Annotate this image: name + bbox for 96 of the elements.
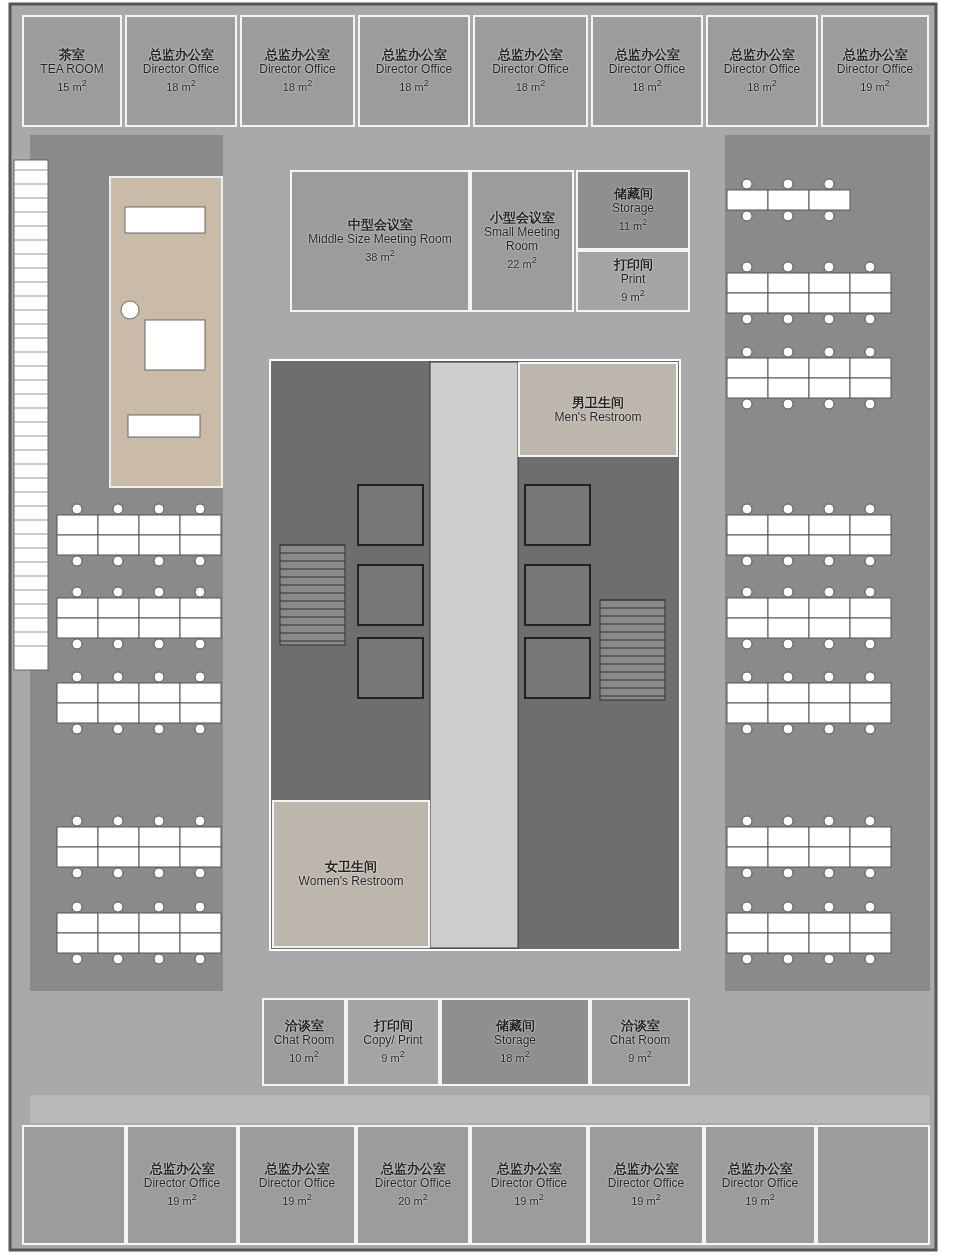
area-label: 20 m$^{2}$ bbox=[398, 1191, 428, 1208]
room bbox=[440, 998, 590, 1086]
area-label: 38 m$^{2}$ bbox=[365, 247, 395, 264]
room-name: Director Office bbox=[258, 1176, 336, 1191]
room bbox=[821, 15, 929, 127]
area-label: 18 m$^{2}$ bbox=[500, 1048, 530, 1065]
room-name-zh: 总监办公室 bbox=[148, 48, 214, 63]
room bbox=[470, 1125, 588, 1245]
room-name: Print bbox=[620, 272, 646, 287]
room-name-zh: 总监办公室 bbox=[727, 1162, 793, 1177]
area-label: 19 m$^{2}$ bbox=[167, 1191, 197, 1208]
room-name-zh: 总监办公室 bbox=[613, 1162, 679, 1177]
area-label: 19 m$^{2}$ bbox=[282, 1191, 312, 1208]
room-name-zh: 储藏间 bbox=[495, 1019, 535, 1034]
room-name: TEA ROOM bbox=[40, 62, 104, 77]
room-name-zh: 小型会议室 bbox=[489, 211, 555, 226]
room-name-zh: 中型会议室 bbox=[347, 218, 413, 233]
room-name: Director Office bbox=[490, 1176, 568, 1191]
room bbox=[473, 15, 588, 127]
room bbox=[590, 998, 690, 1086]
room-name: Small Meeting Room bbox=[483, 225, 561, 254]
room bbox=[518, 362, 678, 457]
room bbox=[704, 1125, 816, 1245]
room bbox=[576, 250, 690, 312]
room-name-zh: 总监办公室 bbox=[842, 48, 908, 63]
area-label: 18 m$^{2}$ bbox=[747, 77, 777, 94]
room bbox=[238, 1125, 356, 1245]
room-name-zh: 总监办公室 bbox=[381, 48, 447, 63]
room-name: Storage bbox=[494, 1033, 536, 1048]
room bbox=[290, 170, 470, 312]
room bbox=[22, 15, 122, 127]
room-name: Men's Restroom bbox=[554, 409, 642, 424]
area-label: 19 m$^{2}$ bbox=[860, 77, 890, 94]
area-label: 19 m$^{2}$ bbox=[631, 1191, 661, 1208]
area-label: 9 m$^{2}$ bbox=[381, 1048, 405, 1065]
area-label: 9 m$^{2}$ bbox=[621, 287, 645, 304]
room-name-zh: 男卫生间 bbox=[572, 395, 624, 410]
room-name: Director Office bbox=[375, 62, 453, 77]
room bbox=[126, 1125, 238, 1245]
room-name-zh: 总监办公室 bbox=[264, 1162, 330, 1177]
room-name: Copy/ Print bbox=[363, 1033, 423, 1048]
room-name: Director Office bbox=[836, 62, 914, 77]
room bbox=[591, 15, 703, 127]
room-name-zh: 打印间 bbox=[373, 1019, 413, 1034]
area-label: 15 m$^{2}$ bbox=[57, 77, 87, 94]
room bbox=[125, 15, 237, 127]
room-name: Director Office bbox=[492, 62, 569, 77]
area-label: 11 m$^{2}$ bbox=[618, 216, 648, 233]
room bbox=[576, 170, 690, 250]
room bbox=[262, 998, 346, 1086]
room-name-zh: 洽谈室 bbox=[620, 1019, 660, 1034]
room-name: Director Office bbox=[721, 1176, 799, 1191]
office-room bbox=[22, 1125, 126, 1245]
room-name: Storage bbox=[612, 201, 654, 216]
room-name: Chat Room bbox=[273, 1033, 335, 1048]
room bbox=[240, 15, 355, 127]
room bbox=[706, 15, 818, 127]
room bbox=[346, 998, 440, 1086]
room-name-zh: 茶室 bbox=[59, 48, 85, 63]
room-name: Director Office bbox=[723, 62, 801, 77]
area-label: 18 m$^{2}$ bbox=[399, 77, 429, 94]
room-name: Director Office bbox=[143, 1176, 221, 1191]
room-name: Director Office bbox=[608, 62, 686, 77]
area-label: 22 m$^{2}$ bbox=[507, 254, 537, 271]
room bbox=[356, 1125, 470, 1245]
room-name-zh: 女卫生间 bbox=[325, 860, 377, 874]
room-name: Director Office bbox=[259, 62, 336, 77]
room-name-zh: 总监办公室 bbox=[614, 48, 680, 63]
room bbox=[358, 15, 470, 127]
room-name: Women's Restroom bbox=[298, 874, 404, 888]
room-name: Chat Room bbox=[609, 1033, 671, 1048]
area-label: 18 m$^{2}$ bbox=[282, 77, 313, 94]
area-label: 18 m$^{2}$ bbox=[515, 77, 546, 94]
area-label: 9 m$^{2}$ bbox=[628, 1048, 652, 1065]
room-name-zh: 洽谈室 bbox=[284, 1019, 324, 1034]
office-room bbox=[816, 1125, 930, 1245]
room bbox=[272, 800, 430, 948]
room-name-zh: 储藏间 bbox=[613, 187, 653, 202]
area-label: 18 m$^{2}$ bbox=[166, 77, 196, 94]
room-name: Director Office bbox=[607, 1176, 685, 1191]
room-name-zh: 总监办公室 bbox=[496, 1162, 562, 1177]
room-name-zh: 总监办公室 bbox=[729, 48, 795, 63]
room-name: Middle Size Meeting Room bbox=[308, 232, 452, 247]
room-name: Director Office bbox=[374, 1176, 452, 1191]
room bbox=[470, 170, 574, 312]
room-name-zh: 打印间 bbox=[613, 258, 653, 273]
room-name-zh: 总监办公室 bbox=[265, 48, 330, 63]
room bbox=[588, 1125, 704, 1245]
room-name-zh: 总监办公室 bbox=[149, 1162, 215, 1177]
area-label: 10 m$^{2}$ bbox=[289, 1048, 319, 1065]
area-label: 18 m$^{2}$ bbox=[632, 77, 662, 94]
room-name-zh: 总监办公室 bbox=[380, 1162, 446, 1177]
area-label: 19 m$^{2}$ bbox=[745, 1191, 775, 1208]
room-name-zh: 总监办公室 bbox=[498, 48, 563, 63]
room-name: Director Office bbox=[142, 62, 220, 77]
area-label: 19 m$^{2}$ bbox=[514, 1191, 544, 1208]
